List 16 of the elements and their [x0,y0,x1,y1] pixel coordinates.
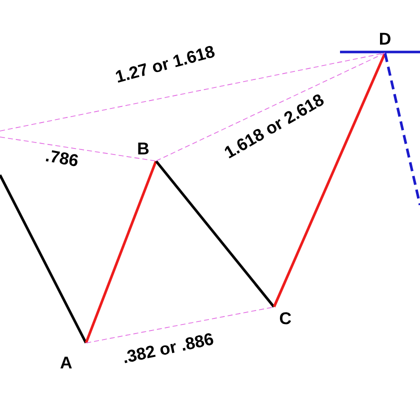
point-label: C [280,312,292,324]
ratio-line [156,52,386,162]
price-leg [272,52,386,308]
price-leg [155,160,275,308]
price-leg [384,52,420,206]
point-label: D [380,32,390,45]
ratio-label: .382 or .886 [120,331,216,365]
ratio-line [0,52,386,132]
price-leg [84,160,158,344]
ratio-line [86,306,274,344]
point-label: B [138,142,149,154]
ratio-label: .786 [44,148,80,168]
point-label: A [60,356,72,368]
ratio-label: 1.27 or 1.618 [112,44,218,84]
ratio-line [0,136,156,162]
price-leg [0,174,88,344]
